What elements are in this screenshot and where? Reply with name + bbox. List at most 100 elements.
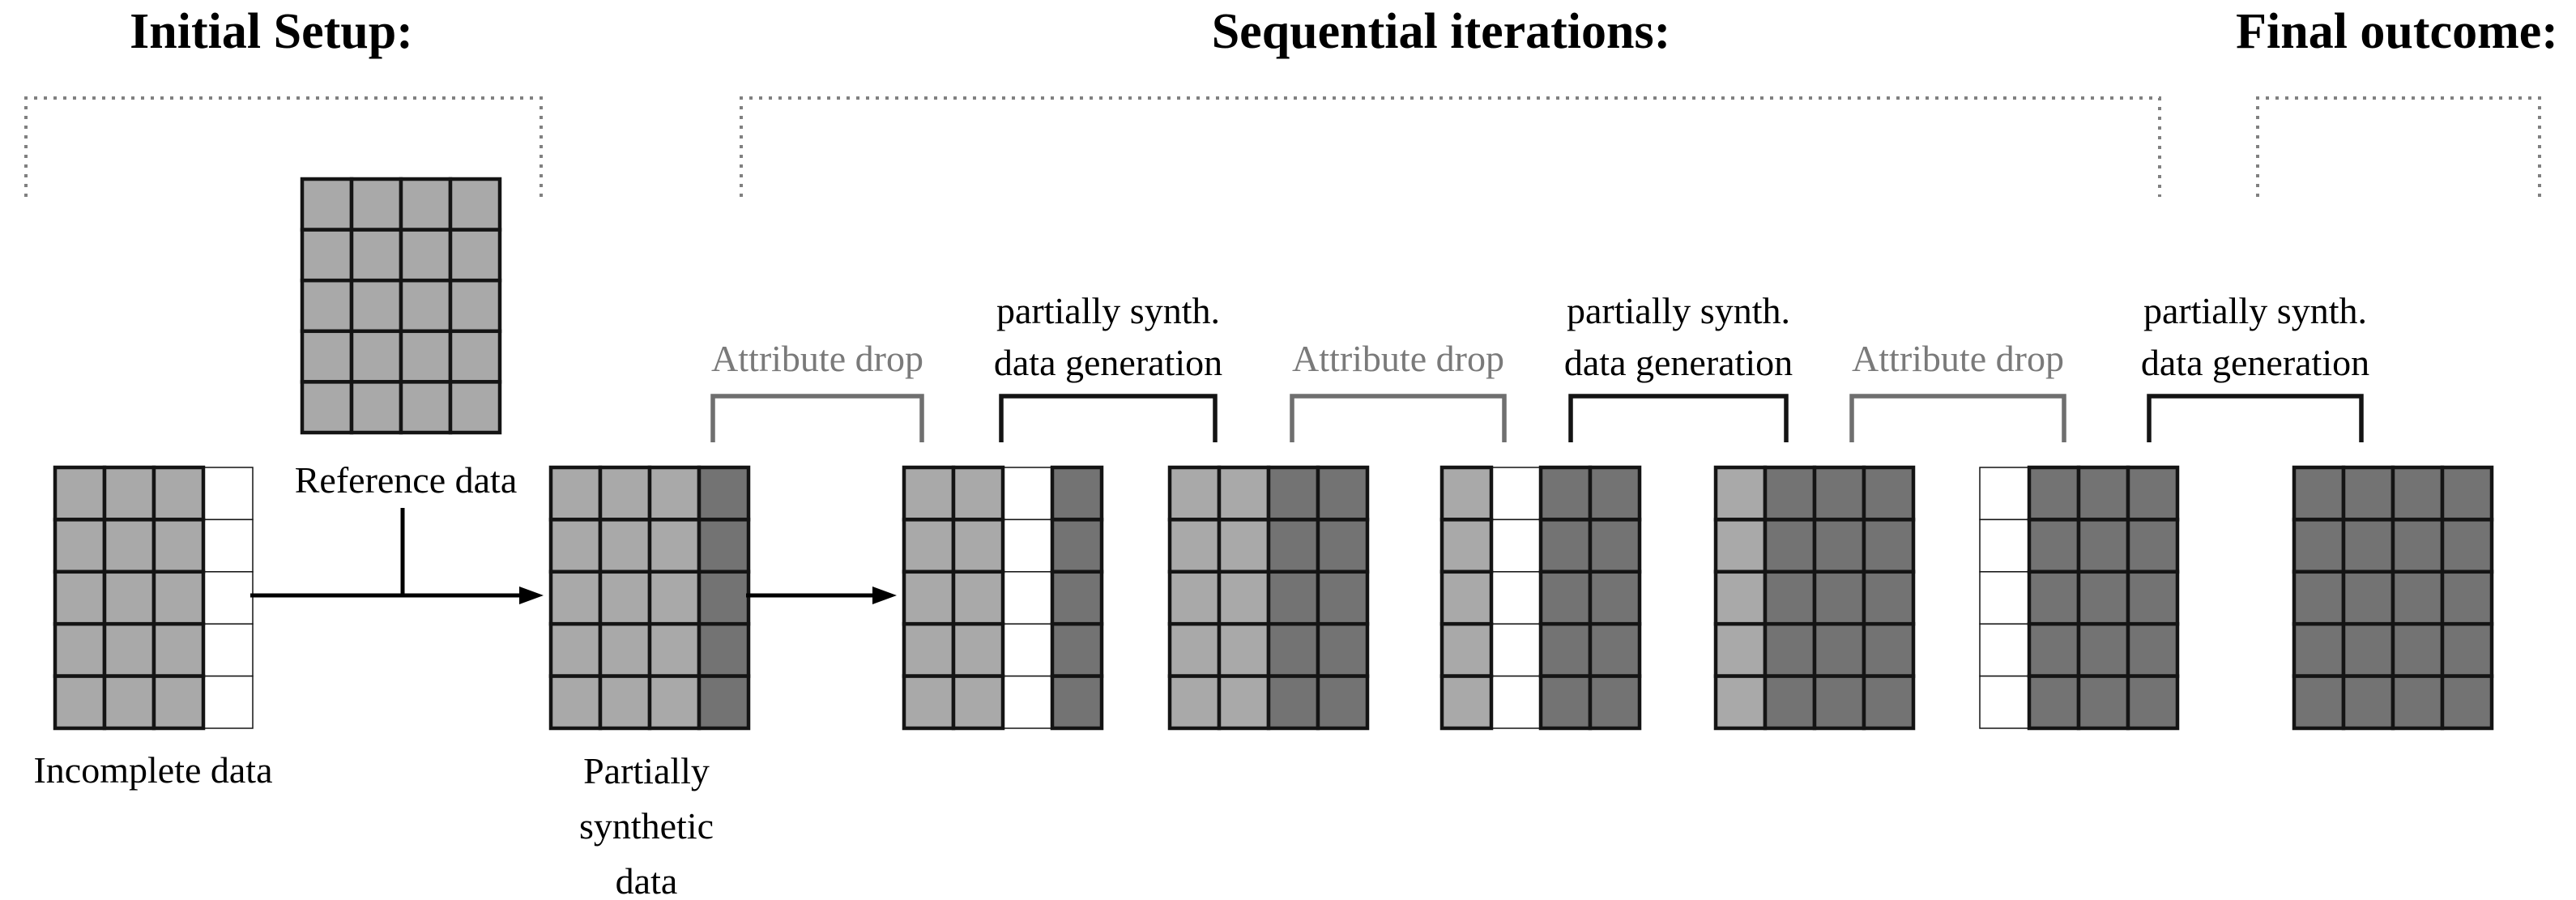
- final-outcome-grid-cell-r1-c0-synthetic: [2292, 518, 2346, 574]
- iter3-attribute-drop-grid-cell-r1-c0-missing: [1979, 518, 2030, 573]
- final-outcome-grid-cell-r3-c0-synthetic: [2292, 621, 2346, 678]
- iter2-attribute-drop-grid-cell-r2-c2-synthetic: [1538, 569, 1593, 626]
- reference-data-grid-cell-r1-c3-original: [448, 228, 502, 283]
- reference-data-grid-cell-r3-c0-original: [300, 329, 354, 384]
- incomplete-data-grid-cell-r1-c1-original: [102, 518, 156, 574]
- iter2-attribute-drop-grid-cell-r0-c0-original: [1439, 465, 1494, 522]
- reference-data-grid-cell-r4-c0-original: [300, 380, 354, 435]
- iter2-attribute-drop-grid-cell-r4-c1-missing: [1491, 675, 1542, 729]
- iter2-generated-grid-cell-r4-c0-original: [1713, 674, 1768, 731]
- iter1-generated-grid-cell-r2-c1-original: [1217, 569, 1271, 626]
- iter2-attribute-drop-grid-cell-r4-c3-synthetic: [1588, 674, 1642, 731]
- iter3-attribute-drop-grid-cell-r3-c2-synthetic: [2076, 621, 2130, 678]
- iter2-attribute-drop-grid-cell-r0-c3-synthetic: [1588, 465, 1642, 522]
- iter2-attribute-drop-grid-cell-r3-c3-synthetic: [1588, 621, 1642, 678]
- partially-synthetic-data-grid-cell-r2-c2-original: [647, 569, 702, 626]
- iter2-generated-grid-svg: [1713, 465, 1916, 731]
- iter2-attribute-drop-grid-cell-r4-c0-original: [1439, 674, 1494, 731]
- iter1-generated-grid-cell-r4-c0-original: [1167, 674, 1222, 731]
- final-outcome-grid-cell-r3-c2-synthetic: [2390, 621, 2445, 678]
- iter3-attribute-drop-grid-cell-r3-c0-missing: [1979, 623, 2030, 677]
- partially-synthetic-data-grid-cell-r0-c1-original: [598, 465, 652, 522]
- iter2-attribute-drop-grid-cell-r3-c2-synthetic: [1538, 621, 1593, 678]
- iter2-generated-grid-cell-r4-c1-synthetic: [1763, 674, 1817, 731]
- final-outcome-grid-cell-r4-c3-synthetic: [2440, 674, 2494, 731]
- iter2-attribute-drop-grid-cell-r1-c0-original: [1439, 518, 1494, 574]
- iter1-generated-grid-cell-r1-c3-synthetic: [1316, 518, 1370, 574]
- iter2-attribute-drop-grid-cell-r4-c2-synthetic: [1538, 674, 1593, 731]
- incomplete-data-grid-cell-r2-c2-original: [151, 569, 206, 626]
- reference-data-grid-cell-r4-c1-original: [349, 380, 403, 435]
- incomplete-data-grid-cell-r2-c1-original: [102, 569, 156, 626]
- iter1-generated-grid-cell-r3-c0-original: [1167, 621, 1222, 678]
- iter1-generated-grid-cell-r1-c1-original: [1217, 518, 1271, 574]
- reference-data-grid-cell-r4-c2-original: [399, 380, 453, 435]
- data-generation-label-1-line1: partially synth.: [996, 290, 1220, 331]
- iter1-attribute-drop-grid-cell-r3-c2-missing: [1002, 623, 1053, 677]
- iter2-attribute-drop-grid-cell-r3-c0-original: [1439, 621, 1494, 678]
- iter1-attribute-drop-grid-cell-r0-c2-missing: [1002, 467, 1053, 521]
- iter1-attribute-drop-grid-cell-r0-c3-synthetic: [1050, 465, 1104, 522]
- incomplete-data-grid-cell-r4-c1-original: [102, 674, 156, 731]
- reference-data-grid-cell-r2-c0-original: [300, 278, 354, 334]
- attribute-drop-bracket-2: [1290, 394, 1507, 442]
- reference-data-caption: Reference data: [294, 459, 518, 501]
- iter1-generated-grid-cell-r2-c0-original: [1167, 569, 1222, 626]
- iter1-attribute-drop-grid-cell-r2-c1-original: [951, 569, 1005, 626]
- incomplete-data-grid-cell-r3-c2-original: [151, 621, 206, 678]
- iter2-generated-grid-cell-r2-c0-original: [1713, 569, 1768, 626]
- iter2-generated-grid-cell-r2-c1-synthetic: [1763, 569, 1817, 626]
- iter2-generated-grid: [1712, 464, 1917, 736]
- incomplete-data-grid-cell-r4-c2-original: [151, 674, 206, 731]
- incomplete-data-grid-cell-r3-c1-original: [102, 621, 156, 678]
- sequential-iterations-dotted-bracket: [740, 96, 2161, 197]
- incomplete-data-grid-cell-r0-c2-original: [151, 465, 206, 522]
- partial-to-iteration-arrow-head: [872, 586, 897, 604]
- reference-data-grid: [299, 176, 503, 440]
- iter3-attribute-drop-grid-cell-r0-c3-synthetic: [2126, 465, 2180, 522]
- iter3-attribute-drop-grid-cell-r0-c0-missing: [1979, 467, 2030, 521]
- final-outcome-grid-cell-r2-c3-synthetic: [2440, 569, 2494, 626]
- partially-synthetic-caption-line2: synthetic: [578, 805, 714, 847]
- final-outcome-grid-cell-r2-c2-synthetic: [2390, 569, 2445, 626]
- final-outcome-grid-cell-r1-c2-synthetic: [2390, 518, 2445, 574]
- incomplete-data-grid-cell-r3-c0-original: [53, 621, 107, 678]
- iter2-attribute-drop-grid-cell-r0-c2-synthetic: [1538, 465, 1593, 522]
- final-outcome-grid-cell-r2-c0-synthetic: [2292, 569, 2346, 626]
- iter1-generated-grid-cell-r4-c1-original: [1217, 674, 1271, 731]
- iter2-attribute-drop-grid-cell-r1-c3-synthetic: [1588, 518, 1642, 574]
- iter1-attribute-drop-grid-cell-r0-c0-original: [902, 465, 956, 522]
- iter2-attribute-drop-grid-cell-r1-c1-missing: [1491, 518, 1542, 573]
- partially-synthetic-data-grid-cell-r3-c2-original: [647, 621, 702, 678]
- partially-synthetic-data-grid-cell-r0-c0-original: [548, 465, 603, 522]
- iter1-generated-grid-cell-r2-c2-synthetic: [1266, 569, 1320, 626]
- data-generation-label-3: partially synth. data generation: [2141, 285, 2369, 389]
- reference-data-grid-cell-r3-c1-original: [349, 329, 403, 384]
- iter1-attribute-drop-grid-cell-r4-c2-missing: [1002, 675, 1053, 729]
- iter2-generated-grid-cell-r1-c0-original: [1713, 518, 1768, 574]
- iter1-generated-grid-cell-r1-c0-original: [1167, 518, 1222, 574]
- attribute-drop-label-3: Attribute drop: [1852, 338, 2064, 379]
- final-outcome-grid-cell-r4-c2-synthetic: [2390, 674, 2445, 731]
- final-outcome-grid: [2291, 464, 2495, 736]
- partially-synthetic-data-grid-cell-r1-c0-original: [548, 518, 603, 574]
- partially-synthetic-data-grid-cell-r3-c0-original: [548, 621, 603, 678]
- incomplete-data-grid: [52, 464, 256, 736]
- iter1-attribute-drop-grid-cell-r2-c3-synthetic: [1050, 569, 1104, 626]
- partially-synthetic-data-grid-cell-r2-c1-original: [598, 569, 652, 626]
- iter1-generated-grid-cell-r4-c2-synthetic: [1266, 674, 1320, 731]
- partially-synthetic-data-grid-cell-r2-c0-original: [548, 569, 603, 626]
- partially-synthetic-caption-line1: Partially: [583, 750, 710, 791]
- iter1-attribute-drop-grid-cell-r1-c2-missing: [1002, 518, 1053, 573]
- incomplete-data-caption: Incomplete data: [33, 749, 273, 791]
- final-outcome-dotted-bracket: [2256, 96, 2541, 197]
- reference-data-grid-cell-r0-c1-original: [349, 177, 403, 232]
- iter2-generated-grid-cell-r4-c2-synthetic: [1812, 674, 1866, 731]
- incomplete-to-partial-arrow-head: [519, 586, 544, 604]
- iter1-attribute-drop-grid-cell-r4-c0-original: [902, 674, 956, 731]
- partially-synthetic-data-caption: Partially synthetic data: [579, 744, 714, 900]
- iter1-generated-grid-cell-r2-c3-synthetic: [1316, 569, 1370, 626]
- iter1-attribute-drop-grid-cell-r3-c0-original: [902, 621, 956, 678]
- iter1-generated-grid-cell-r0-c1-original: [1217, 465, 1271, 522]
- iter2-attribute-drop-grid-cell-r2-c0-original: [1439, 569, 1494, 626]
